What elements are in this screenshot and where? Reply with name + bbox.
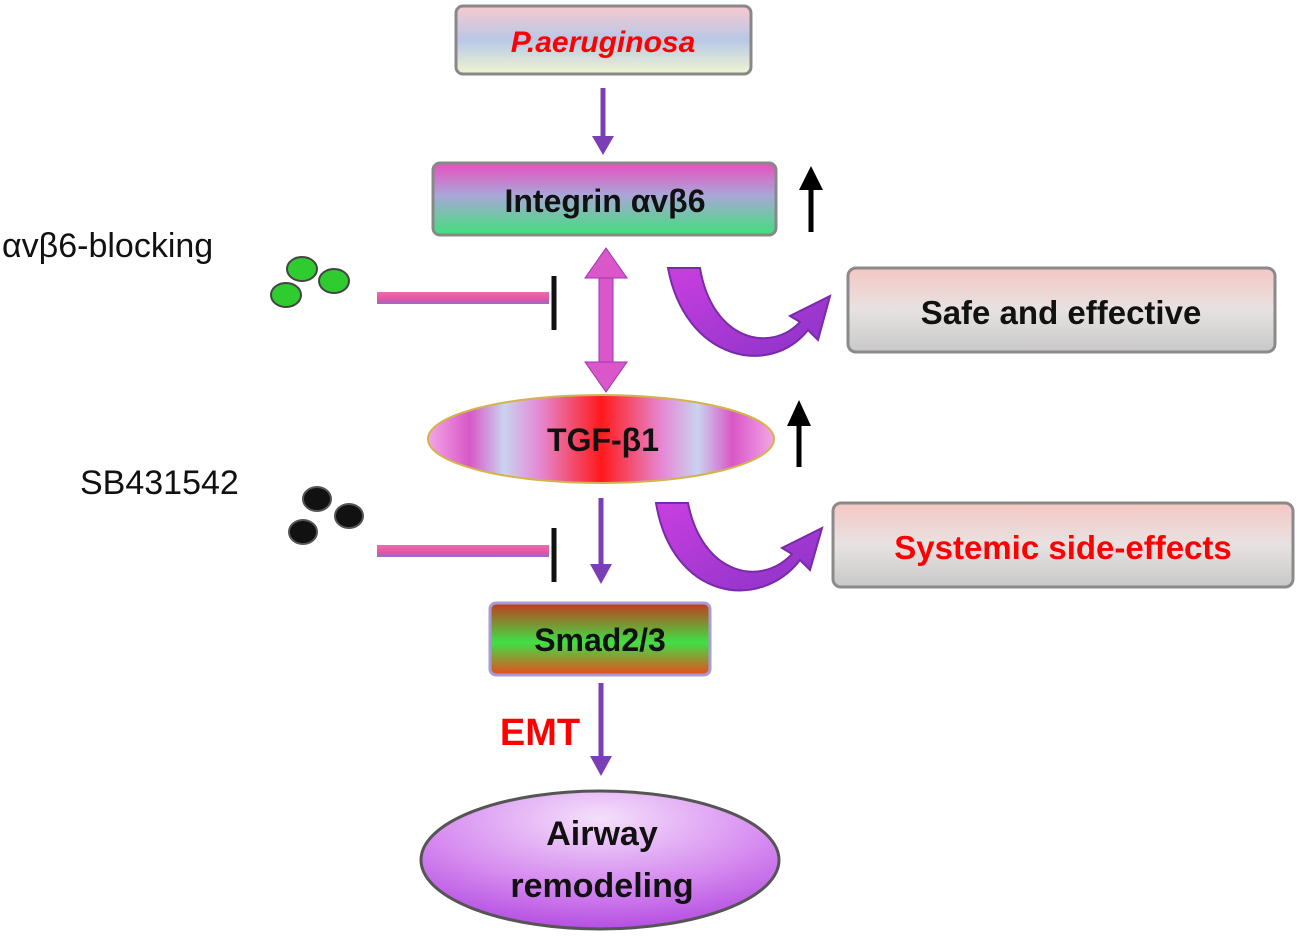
smad-node: Smad2/3	[488, 601, 712, 677]
safe-effective-label: Safe and effective	[921, 294, 1202, 331]
upregulation-arrow-tgf-icon	[787, 400, 811, 467]
avb6-blocking-molecules-icon	[270, 256, 350, 308]
safe-effective-outcome: Safe and effective	[846, 266, 1277, 354]
pathogen-node: P.aeruginosa	[454, 4, 753, 76]
inhibit-line-sb431542	[377, 528, 557, 582]
curved-arrow-to-systemic	[654, 502, 824, 592]
airway-label-line1: Airway	[546, 815, 658, 853]
integrin-label: Integrin αvβ6	[504, 183, 705, 219]
airway-remodeling-node: Airway remodeling	[419, 789, 781, 931]
sb431542-molecules-icon	[288, 486, 364, 545]
arrow-pathogen-to-integrin	[592, 88, 614, 155]
pathogen-label: P.aeruginosa	[511, 26, 696, 59]
sb431542-label: SB431542	[80, 464, 239, 502]
emt-label: EMT	[500, 712, 580, 754]
airway-label-line2: remodeling	[510, 867, 693, 905]
tgf-node: TGF-β1	[427, 394, 775, 484]
arrow-tgf-to-smad	[590, 498, 612, 584]
smad-label: Smad2/3	[534, 622, 666, 658]
systemic-side-effects-outcome: Systemic side-effects	[831, 501, 1295, 589]
tgf-label: TGF-β1	[547, 422, 659, 458]
inhibit-line-avb6-blocking	[377, 276, 557, 330]
upregulation-arrow-integrin-icon	[799, 166, 823, 232]
double-arrow-integrin-tgf	[584, 247, 628, 393]
avb6-blocking-label: αvβ6-blocking	[2, 227, 213, 265]
integrin-node: Integrin αvβ6	[431, 161, 778, 237]
systemic-side-effects-label: Systemic side-effects	[894, 529, 1232, 566]
arrow-smad-to-airway	[590, 683, 612, 776]
curved-arrow-to-safe	[666, 267, 832, 357]
